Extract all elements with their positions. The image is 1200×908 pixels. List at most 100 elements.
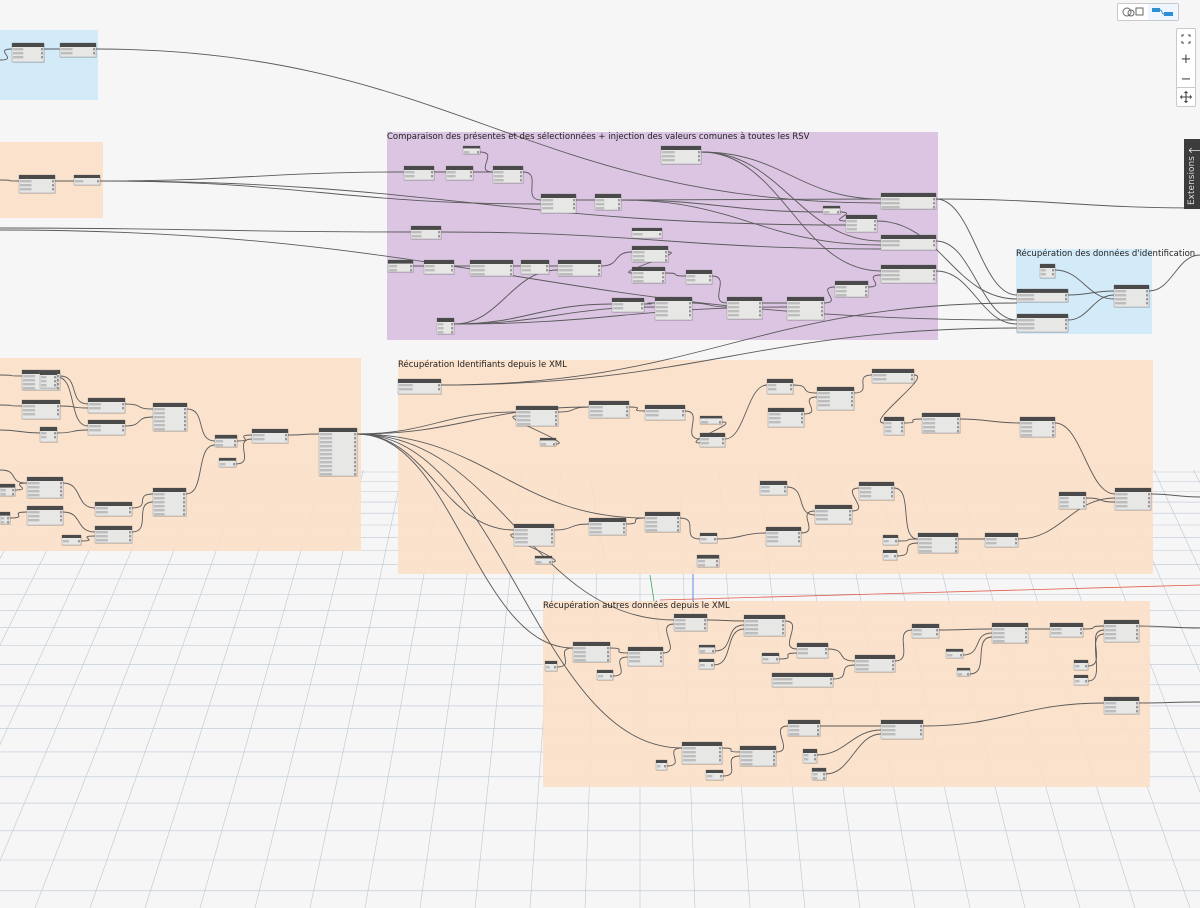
graph-node[interactable] xyxy=(0,511,11,525)
graph-node[interactable] xyxy=(796,642,829,659)
graph-node[interactable] xyxy=(1103,696,1140,715)
graph-node[interactable] xyxy=(572,641,611,663)
graph-node[interactable] xyxy=(1016,313,1069,333)
graph-node[interactable] xyxy=(94,525,133,544)
graph-node[interactable] xyxy=(765,526,802,547)
graph-node[interactable] xyxy=(520,259,550,275)
graph-node[interactable] xyxy=(152,487,187,517)
graph-node[interactable] xyxy=(743,614,786,637)
graph-node[interactable] xyxy=(596,669,614,681)
graph-node[interactable] xyxy=(655,759,668,771)
graph-node[interactable] xyxy=(557,259,602,277)
graph-node[interactable] xyxy=(705,769,724,781)
graph-node[interactable] xyxy=(1103,619,1140,643)
graph-node[interactable] xyxy=(660,145,702,165)
graph-node[interactable] xyxy=(739,745,777,767)
group-g_blue_top[interactable] xyxy=(0,30,98,100)
graph-node[interactable] xyxy=(513,523,555,547)
graph-node[interactable] xyxy=(802,748,818,764)
graph-node[interactable] xyxy=(397,378,442,395)
graph-node[interactable] xyxy=(445,165,474,181)
graph-node[interactable] xyxy=(945,648,964,659)
graph-node[interactable] xyxy=(1019,416,1056,438)
graph-node[interactable] xyxy=(991,622,1029,644)
graph-node[interactable] xyxy=(699,532,718,544)
graph-node[interactable] xyxy=(698,644,716,654)
graph-node[interactable] xyxy=(956,667,971,677)
geometry-view-button[interactable] xyxy=(1118,4,1148,20)
graph-node[interactable] xyxy=(627,646,664,667)
graph-node[interactable] xyxy=(1073,659,1089,671)
graph-node[interactable] xyxy=(883,416,905,436)
graph-node[interactable] xyxy=(921,412,961,434)
graph-node[interactable] xyxy=(871,368,915,384)
graph-node[interactable] xyxy=(73,174,101,186)
graph-node[interactable] xyxy=(1113,284,1150,308)
graph-node[interactable] xyxy=(771,672,834,688)
graph-node[interactable] xyxy=(1073,674,1089,686)
graph-node[interactable] xyxy=(984,532,1019,548)
graph-node[interactable] xyxy=(436,317,455,335)
graph-node[interactable] xyxy=(1039,263,1056,279)
graph-node[interactable] xyxy=(854,654,896,673)
graph-node[interactable] xyxy=(699,415,723,425)
graph-node[interactable] xyxy=(673,613,708,632)
group-g_orange_bottom[interactable] xyxy=(543,601,1150,787)
zoom-to-fit-button[interactable] xyxy=(1177,29,1195,49)
graph-node[interactable] xyxy=(11,42,45,63)
graph-node[interactable] xyxy=(766,378,794,395)
graph-node[interactable] xyxy=(816,386,855,411)
graph-node[interactable] xyxy=(1114,487,1152,511)
graph-node[interactable] xyxy=(410,225,442,240)
graph-view-button[interactable] xyxy=(1148,4,1178,20)
graph-node[interactable] xyxy=(685,269,713,285)
graph-node[interactable] xyxy=(87,397,126,414)
graph-node[interactable] xyxy=(251,428,289,444)
graph-node[interactable] xyxy=(544,660,558,672)
zoom-out-button[interactable]: − xyxy=(1180,71,1192,87)
graph-node[interactable] xyxy=(94,501,133,517)
graph-node[interactable] xyxy=(631,245,669,263)
graph-node[interactable] xyxy=(403,165,435,181)
graph-node[interactable] xyxy=(588,517,627,536)
graph-node[interactable] xyxy=(787,719,821,737)
graph-node[interactable] xyxy=(917,532,959,554)
pan-button[interactable] xyxy=(1176,87,1196,107)
graph-node[interactable] xyxy=(882,534,899,546)
graph-node[interactable] xyxy=(845,214,878,233)
graph-node[interactable] xyxy=(880,719,924,740)
graph-node[interactable] xyxy=(539,437,557,447)
extensions-panel-tab[interactable]: 🡐 Extensions xyxy=(1184,139,1200,209)
graph-node[interactable] xyxy=(59,42,97,58)
graph-node[interactable] xyxy=(61,534,82,546)
graph-node[interactable] xyxy=(654,296,693,321)
graph-node[interactable] xyxy=(534,555,553,565)
graph-node[interactable] xyxy=(1016,288,1069,303)
graph-node[interactable] xyxy=(26,476,64,499)
graph-node[interactable] xyxy=(696,554,720,568)
graph-node[interactable] xyxy=(214,434,238,448)
graph-node[interactable] xyxy=(26,505,64,526)
graph-node[interactable] xyxy=(911,623,940,639)
graph-node[interactable] xyxy=(218,457,237,468)
graph-node[interactable] xyxy=(726,296,763,320)
graph-node[interactable] xyxy=(681,741,723,765)
graph-node[interactable] xyxy=(87,419,126,436)
graph-node[interactable] xyxy=(318,427,358,477)
graph-node[interactable] xyxy=(540,193,577,214)
graph-node[interactable] xyxy=(698,658,715,670)
graph-node[interactable] xyxy=(834,280,869,298)
graph-node[interactable] xyxy=(39,370,58,389)
zoom-in-button[interactable]: + xyxy=(1180,51,1192,67)
graph-node[interactable] xyxy=(18,174,56,194)
graph-node[interactable] xyxy=(761,652,780,664)
graph-node[interactable] xyxy=(21,399,61,420)
graph-node[interactable] xyxy=(1058,491,1087,510)
graph-node[interactable] xyxy=(462,145,481,155)
graph-node[interactable] xyxy=(699,432,726,448)
graph-node[interactable] xyxy=(822,205,841,215)
graph-node[interactable] xyxy=(786,296,825,321)
graph-node[interactable] xyxy=(811,767,827,781)
graph-node[interactable] xyxy=(882,549,898,561)
